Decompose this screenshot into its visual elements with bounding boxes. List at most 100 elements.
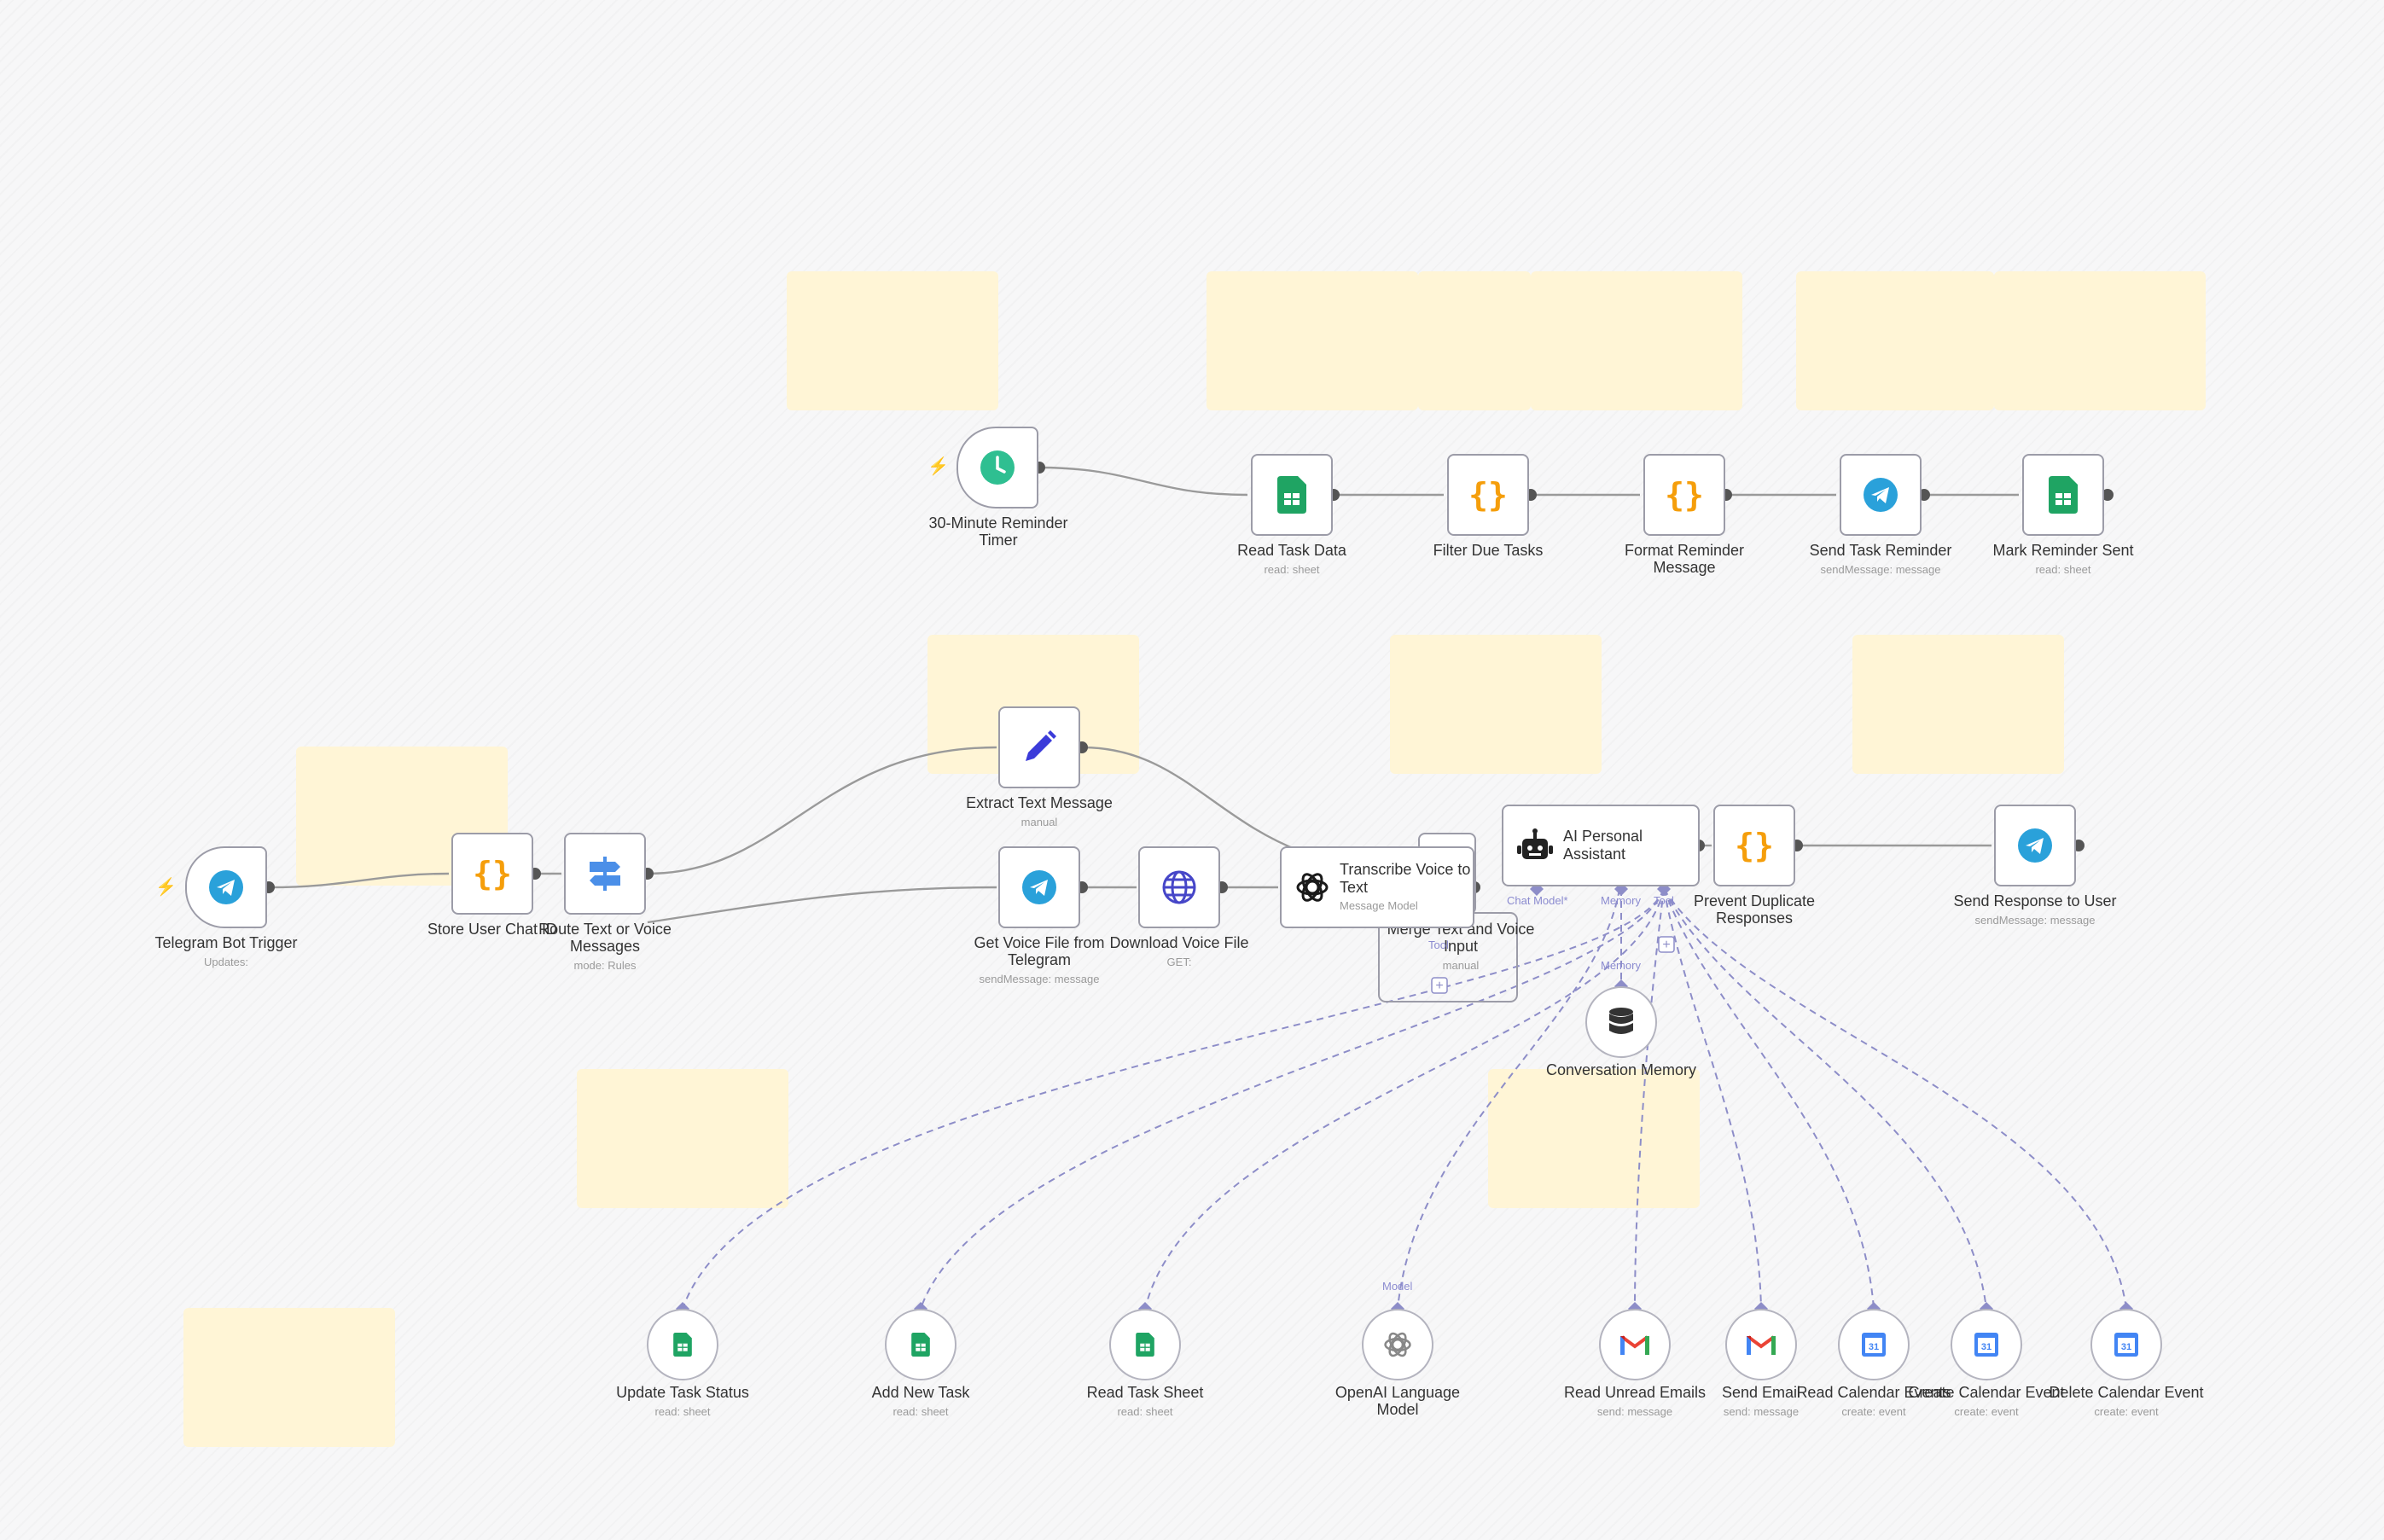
openai-model-node[interactable]: [1362, 1309, 1433, 1380]
sticky-note[interactable]: [1207, 271, 1418, 410]
switch-icon: [586, 855, 624, 892]
sticky-note[interactable]: [577, 1069, 788, 1208]
create-calendar-node[interactable]: 31: [1951, 1309, 2022, 1380]
connection-line: [1038, 466, 1248, 497]
store-chat-id-label: Store User Chat ID: [427, 921, 558, 938]
update-task-status-node[interactable]: [647, 1309, 718, 1380]
connection-line: [647, 746, 997, 875]
telegram-icon: [1020, 869, 1058, 906]
code-braces-icon: {}: [1468, 476, 1508, 514]
format-reminder-label: Format Reminder Message: [1624, 542, 1745, 576]
google-calendar-icon: 31: [2108, 1326, 2145, 1363]
svg-text:31: 31: [2121, 1342, 2131, 1352]
svg-text:+: +: [1662, 938, 1670, 952]
sticky-note[interactable]: [787, 271, 998, 410]
delete-calendar-node[interactable]: 31: [2090, 1309, 2162, 1380]
sticky-note[interactable]: [1531, 271, 1742, 410]
sticky-note[interactable]: [1418, 271, 1531, 410]
trigger-bolt-icon: ⚡: [927, 457, 949, 476]
openai-model-label: OpenAI Language Model: [1334, 1384, 1461, 1418]
sticky-note[interactable]: [1852, 635, 2064, 774]
sticky-note[interactable]: [1488, 1069, 1700, 1208]
reminder-timer-node[interactable]: [957, 427, 1038, 508]
google-sheets-icon: [2044, 476, 2082, 514]
connection-line: [268, 872, 450, 889]
memory-port-label: Memory: [1601, 894, 1641, 907]
svg-text:31: 31: [1981, 1342, 1992, 1352]
reminder-timer-label: 30-Minute Reminder Timer: [928, 514, 1068, 549]
clock-icon: [979, 449, 1016, 486]
read-task-data-node[interactable]: [1251, 454, 1333, 536]
read-task-sheet-node[interactable]: [1109, 1309, 1181, 1380]
conversation-memory-node[interactable]: [1585, 986, 1657, 1058]
format-reminder-node[interactable]: {}: [1643, 454, 1725, 536]
get-voice-file-node[interactable]: [998, 846, 1080, 928]
openai-icon: [1295, 869, 1329, 906]
google-sheets-icon: [902, 1326, 939, 1363]
ai-link-line: [920, 888, 1665, 1310]
ai-link-line: [1397, 888, 1620, 1310]
model-port-label: Model: [1382, 1280, 1413, 1293]
merge-tool-port-label: Tool: [1428, 939, 1449, 951]
read-calendar-node[interactable]: 31: [1838, 1309, 1910, 1380]
trigger-bolt-icon: ⚡: [155, 878, 177, 897]
openai-icon: [1379, 1326, 1416, 1363]
send-email-node[interactable]: [1725, 1309, 1797, 1380]
ai-link-line: [1144, 888, 1665, 1310]
connection-line: [647, 886, 997, 924]
sticky-note[interactable]: [1796, 271, 1994, 410]
send-response-node[interactable]: [1994, 805, 2076, 886]
ai-link-line: [1663, 888, 2127, 1310]
google-sheets-icon: [1273, 476, 1311, 514]
google-sheets-icon: [1126, 1326, 1164, 1363]
google-calendar-icon: 31: [1855, 1326, 1893, 1363]
sticky-note[interactable]: [1390, 635, 1602, 774]
send-task-reminder-node[interactable]: [1840, 454, 1922, 536]
ai-link-line: [1663, 888, 1875, 1310]
memory-node-port-label: Memory: [1601, 959, 1641, 972]
route-messages-node[interactable]: [564, 833, 646, 915]
telegram-icon: [2016, 827, 2054, 864]
telegram-trigger-node[interactable]: [185, 846, 267, 928]
robot-icon: [1517, 827, 1553, 864]
prevent-duplicates-node[interactable]: {}: [1713, 805, 1795, 886]
tool-port-label: Tool: [1654, 894, 1674, 907]
transcribe-title: Transcribe Voice to Text: [1340, 860, 1471, 896]
sticky-note[interactable]: [183, 1308, 395, 1447]
pencil-icon: [1020, 729, 1058, 766]
ai-assistant-node[interactable]: AI Personal Assistant: [1502, 805, 1700, 886]
google-sheets-icon: [664, 1326, 701, 1363]
google-calendar-icon: 31: [1968, 1326, 2005, 1363]
ai-link-line: [1663, 888, 1762, 1310]
database-icon: [1602, 1003, 1640, 1041]
add-new-task-node[interactable]: [885, 1309, 957, 1380]
telegram-icon: [207, 869, 245, 906]
extract-text-node[interactable]: [998, 706, 1080, 788]
filter-due-tasks-node[interactable]: {}: [1447, 454, 1529, 536]
conversation-memory-label: Conversation Memory: [1545, 1061, 1697, 1078]
gmail-icon: [1616, 1326, 1654, 1363]
download-voice-node[interactable]: [1138, 846, 1220, 928]
sticky-note[interactable]: [1994, 271, 2206, 410]
store-chat-id-node[interactable]: {}: [451, 833, 533, 915]
ai-link-line: [1634, 888, 1665, 1310]
read-unread-emails-node[interactable]: [1599, 1309, 1671, 1380]
svg-text:+: +: [1435, 979, 1443, 993]
mark-reminder-sent-node[interactable]: [2022, 454, 2104, 536]
ai-assistant-title: AI Personal Assistant: [1563, 828, 1643, 863]
